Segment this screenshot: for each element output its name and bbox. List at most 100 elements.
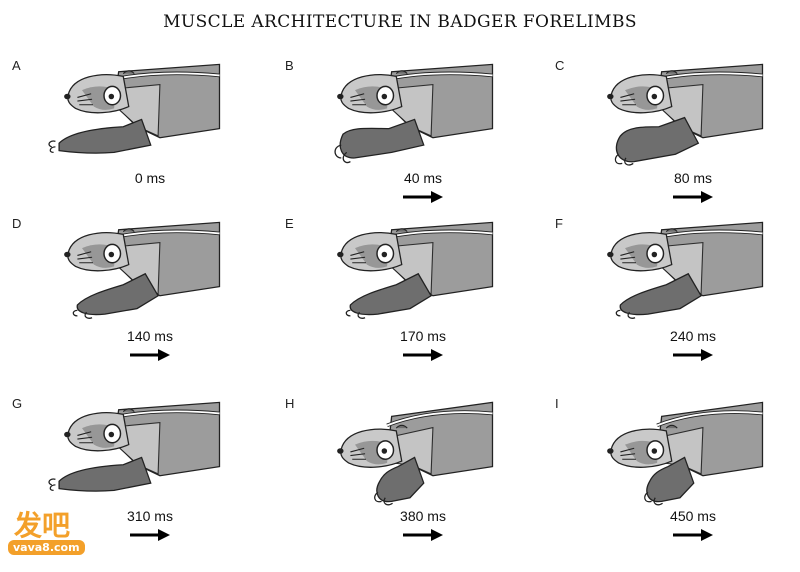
panel-letter: B <box>285 58 294 73</box>
eye <box>108 251 115 258</box>
time-label: 80 ms <box>673 170 713 186</box>
arrow-right-icon <box>403 349 443 361</box>
badger-forelimb-illustration <box>607 221 764 319</box>
nose-icon <box>64 431 71 438</box>
whisker-lines <box>350 93 366 106</box>
arrow-right-icon <box>673 191 713 203</box>
arrow-right-icon <box>403 529 443 541</box>
eye <box>108 93 115 100</box>
ear-shape <box>395 70 408 74</box>
nose-icon <box>607 448 614 454</box>
nose-icon <box>337 93 344 100</box>
panel-letter: G <box>12 396 23 411</box>
badger-forelimb-illustration <box>337 401 494 506</box>
panel-letter: A <box>12 58 21 73</box>
nose-icon <box>607 251 614 258</box>
nose-icon <box>337 448 344 454</box>
ear-shape <box>395 424 408 429</box>
ear-shape <box>122 408 135 412</box>
eye <box>651 93 658 100</box>
badger-forelimb-illustration <box>607 63 764 166</box>
claw-lines <box>72 309 93 319</box>
panel-d: D 140 ms <box>12 216 262 381</box>
whisker-lines <box>77 431 93 444</box>
panel-letter: C <box>555 58 565 73</box>
panel-letter: D <box>12 216 22 231</box>
time-label: 240 ms <box>670 328 716 344</box>
claw-lines <box>615 309 636 319</box>
forelimb-muscle <box>58 118 152 154</box>
time-label: 140 ms <box>127 328 173 344</box>
forelimb-muscle <box>339 118 425 159</box>
eye <box>108 431 115 438</box>
claw-lines <box>334 144 351 164</box>
ear-shape <box>122 70 135 74</box>
badger-forelimb-illustration <box>48 401 221 492</box>
time-label: 310 ms <box>127 508 173 524</box>
forelimb-muscle <box>349 272 432 316</box>
claw-lines <box>374 491 393 506</box>
forelimb-muscle <box>619 272 702 316</box>
badger-forelimb-illustration <box>64 221 221 319</box>
whisker-lines <box>350 447 366 460</box>
eye <box>381 448 388 454</box>
time-label: 40 ms <box>403 170 443 186</box>
whisker-lines <box>77 251 93 264</box>
badger-forelimb-illustration <box>337 221 494 319</box>
time-label: 0 ms <box>134 170 166 186</box>
time-label: 170 ms <box>400 328 446 344</box>
nose-icon <box>607 93 614 100</box>
whisker-lines <box>620 93 636 106</box>
time-label: 450 ms <box>670 508 716 524</box>
watermark-sub-text: vava8.com <box>8 540 85 555</box>
whisker-lines <box>77 93 93 106</box>
claw-lines <box>644 491 663 506</box>
badger-forelimb-illustration <box>607 401 764 506</box>
panel-letter: I <box>555 396 559 411</box>
eye <box>381 93 388 100</box>
arrow-right-icon <box>673 529 713 541</box>
whisker-lines <box>350 251 366 264</box>
time-label: 380 ms <box>400 508 446 524</box>
whisker-lines <box>620 447 636 460</box>
panel-letter: F <box>555 216 563 231</box>
ear-shape <box>665 70 678 74</box>
claw-lines <box>48 140 56 154</box>
panel-g: G 310 ms <box>12 396 262 561</box>
arrow-right-icon <box>130 349 170 361</box>
panel-i: I 450 ms <box>555 396 800 561</box>
panel-a: A 0 ms <box>12 58 262 223</box>
claw-lines <box>614 153 634 166</box>
eye <box>381 251 388 258</box>
eye <box>651 448 658 454</box>
panel-letter: E <box>285 216 294 231</box>
arrow-right-icon <box>130 529 170 541</box>
eye <box>651 251 658 258</box>
panel-b: B 40 ms <box>285 58 535 223</box>
claw-lines <box>345 309 366 319</box>
ear-shape <box>122 228 135 232</box>
nose-icon <box>64 251 71 258</box>
ear-shape <box>665 228 678 232</box>
nose-icon <box>64 93 71 100</box>
badger-forelimb-illustration <box>48 63 221 154</box>
nose-icon <box>337 251 344 258</box>
whisker-lines <box>620 251 636 264</box>
figure-title: MUSCLE ARCHITECTURE IN BADGER FORELIMBS <box>163 12 637 32</box>
ear-shape <box>665 424 678 429</box>
forelimb-muscle <box>58 456 152 492</box>
panel-f: F 240 ms <box>555 216 800 381</box>
panel-e: E 170 ms <box>285 216 535 381</box>
arrow-right-icon <box>673 349 713 361</box>
back-stripe-inner <box>656 411 763 427</box>
watermark-logo: 发吧 vava8.com <box>0 504 110 564</box>
panel-letter: H <box>285 396 295 411</box>
claw-lines <box>48 478 56 492</box>
watermark-main-text: 发吧 <box>14 509 71 542</box>
panel-c: C 80 ms <box>555 58 800 223</box>
back-stripe-inner <box>386 411 493 427</box>
ear-shape <box>395 228 408 232</box>
badger-forelimb-illustration <box>334 63 494 164</box>
forelimb-muscle <box>615 116 700 163</box>
panel-h: H 380 ms <box>285 396 535 561</box>
